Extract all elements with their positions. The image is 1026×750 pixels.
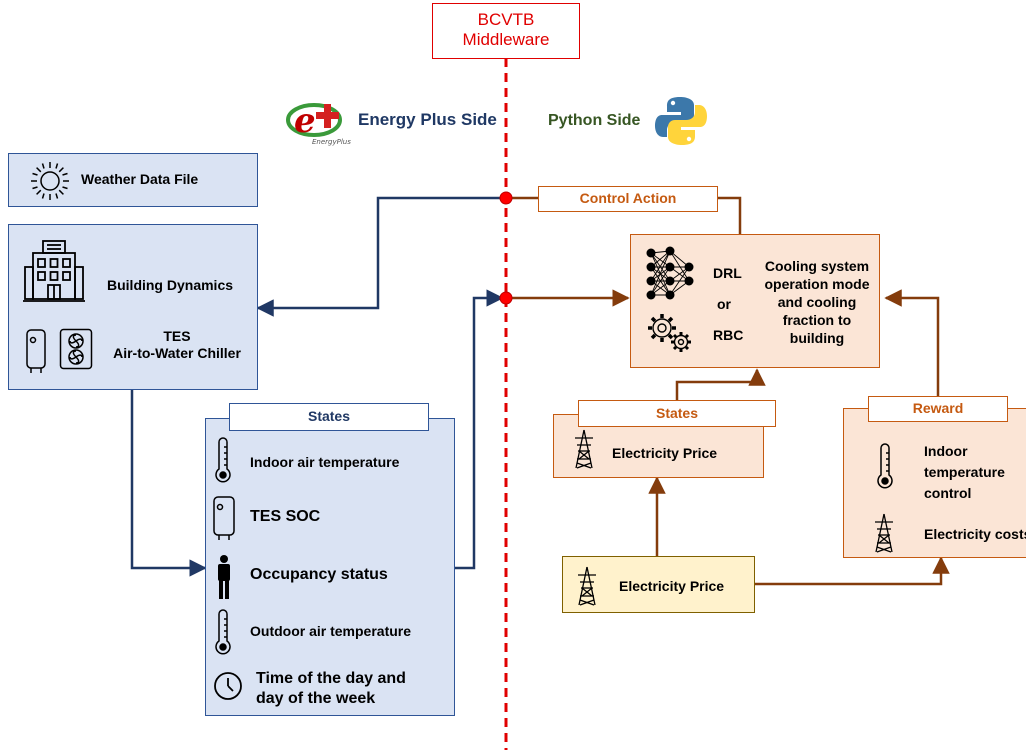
weather-data-label: Weather Data File bbox=[81, 171, 199, 187]
control-action-label: Control Action bbox=[579, 190, 677, 206]
energyplus-logo-caption: EnergyPlus bbox=[312, 138, 351, 146]
agent-output-label: Cooling system operation mode and coolin… bbox=[755, 257, 879, 347]
reward-item1-line2: temperature bbox=[924, 464, 1005, 480]
electricity-price-source-label: Electricity Price bbox=[619, 578, 725, 594]
python-states-title-tab: States bbox=[578, 400, 776, 427]
time-of-day-label: Time of the day and day of the week bbox=[256, 669, 406, 709]
reward-box: Indoor temperature control Electricity c… bbox=[843, 408, 1026, 558]
agent-output-line3: and cooling bbox=[777, 294, 857, 310]
reward-power-tower-icon bbox=[874, 513, 894, 558]
indoor-temperature-control-label: Indoor temperature control bbox=[924, 441, 1005, 504]
rbc-label: RBC bbox=[713, 327, 744, 343]
gears-icon bbox=[647, 313, 693, 358]
outdoor-air-temperature-label: Outdoor air temperature bbox=[250, 623, 412, 639]
agent-to-control-action-line bbox=[717, 196, 742, 234]
python-states-title: States bbox=[655, 405, 699, 421]
states-to-middleware-arrow bbox=[455, 289, 504, 570]
tes-soc-icon bbox=[212, 495, 236, 546]
agent-box: DRL or RBC Cooling system operation mode… bbox=[630, 234, 880, 368]
energyplus-states-title: States bbox=[307, 408, 351, 424]
tes-tank-icon bbox=[25, 328, 47, 379]
building-icon bbox=[23, 239, 85, 308]
time-of-day-line2: day of the week bbox=[256, 690, 376, 707]
middleware-title-line2: Middleware bbox=[462, 30, 550, 50]
middleware-title-line1: BCVTB bbox=[477, 10, 535, 29]
source-power-tower-icon bbox=[577, 566, 597, 611]
control-junction-dot bbox=[499, 191, 513, 205]
energyplus-side-title: Energy Plus Side bbox=[358, 110, 497, 129]
chiller-label: Air-to-Water Chiller bbox=[113, 344, 241, 361]
control-to-building-arrow bbox=[256, 196, 506, 317]
building-to-states-arrow bbox=[130, 390, 207, 577]
indoor-air-temperature-label: Indoor air temperature bbox=[250, 454, 400, 470]
tes-soc-label: TES SOC bbox=[250, 508, 321, 525]
reward-item1-line1: Indoor bbox=[924, 443, 968, 459]
or-label: or bbox=[717, 296, 731, 312]
agent-output-line5: building bbox=[789, 330, 845, 346]
reward-title: Reward bbox=[912, 400, 964, 416]
agent-output-line2: operation mode bbox=[764, 276, 870, 292]
electricity-costs-label: Electricity costs bbox=[924, 526, 1026, 542]
building-box: Building Dynamics TES Air-to-Water Chill… bbox=[8, 224, 258, 390]
building-dynamics-label: Building Dynamics bbox=[107, 277, 234, 293]
outdoor-thermometer-icon bbox=[214, 609, 232, 662]
python-logo bbox=[654, 94, 708, 148]
drl-label: DRL bbox=[713, 265, 742, 281]
middleware-box: BCVTB Middleware bbox=[432, 3, 580, 59]
sun-icon bbox=[29, 160, 71, 207]
reward-title-tab: Reward bbox=[868, 396, 1008, 422]
reward-to-agent-arrow bbox=[884, 289, 940, 408]
price-to-reward-arrow bbox=[755, 556, 950, 586]
occupancy-status-label: Occupancy status bbox=[250, 566, 388, 583]
energyplus-logo: e EnergyPlus bbox=[284, 96, 352, 148]
control-action-box: Control Action bbox=[538, 186, 718, 212]
state-junction-dot bbox=[499, 291, 513, 305]
energyplus-states-title-tab: States bbox=[229, 403, 429, 431]
agent-output-line4: fraction to bbox=[782, 312, 852, 328]
tes-chiller-label: TES Air-to-Water Chiller bbox=[107, 328, 247, 362]
time-of-day-line1: Time of the day and bbox=[256, 670, 406, 687]
reward-item1-line3: control bbox=[924, 485, 972, 501]
reward-thermometer-icon bbox=[876, 443, 894, 496]
clock-icon bbox=[213, 671, 243, 706]
chiller-icon bbox=[59, 328, 93, 375]
states-to-agent-arrow bbox=[675, 368, 766, 400]
svg-text:e: e bbox=[294, 101, 316, 141]
energyplus-states-box: Indoor air temperature TES SOC Occupancy… bbox=[205, 418, 455, 716]
python-side-title: Python Side bbox=[548, 112, 641, 129]
electricity-price-source-box: Electricity Price bbox=[562, 556, 755, 613]
agent-output-line1: Cooling system bbox=[764, 258, 870, 274]
neural-network-icon bbox=[645, 245, 695, 306]
person-icon bbox=[216, 555, 232, 604]
tes-label: TES bbox=[163, 328, 191, 344]
power-tower-icon bbox=[574, 429, 594, 474]
python-states-price-label: Electricity Price bbox=[612, 445, 718, 461]
weather-data-box: Weather Data File bbox=[8, 153, 258, 207]
thermometer-icon bbox=[214, 437, 232, 490]
